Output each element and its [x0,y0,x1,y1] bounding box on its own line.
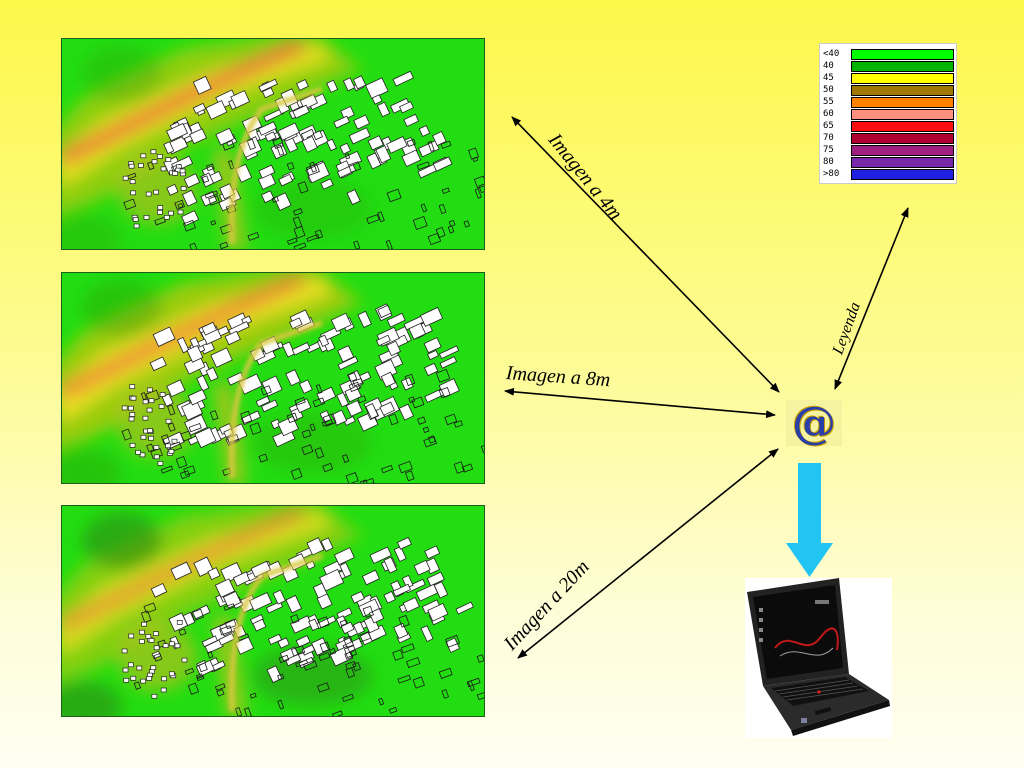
legend-value: <40 [823,49,840,59]
legend-entry: 55 [820,97,958,108]
legend-entry: 45 [820,73,958,84]
noise-map-8m [61,272,485,484]
legend-value: 40 [823,61,834,71]
legend-swatch [851,49,954,60]
legend-entry: 40 [820,61,958,72]
legend-value: 80 [823,157,834,167]
legend-entry: 75 [820,145,958,156]
legend-swatch [851,169,954,180]
legend-value: 65 [823,121,834,131]
at-icon: @ [786,398,842,449]
legend-value: 75 [823,145,834,155]
noise-map-4m [61,38,485,250]
legend-value: 60 [823,109,834,119]
legend-swatch [851,145,954,156]
arrow-legend [834,207,909,390]
legend-entry: >80 [820,169,958,180]
legend-swatch [851,157,954,168]
legend-entry: 65 [820,121,958,132]
legend-value: 55 [823,97,834,107]
legend-swatch [851,97,954,108]
legend-entry: 50 [820,85,958,96]
noise-map-20m [61,505,485,717]
arrow-8m [504,387,776,419]
noise-legend: <40 40 45 50 55 60 65 70 75 80 >80 [819,43,957,184]
arrow-4m [511,116,780,393]
laptop-icon [745,578,892,738]
legend-swatch [851,73,954,84]
legend-swatch [851,121,954,132]
legend-value: 70 [823,133,834,143]
legend-entry: 60 [820,109,958,120]
legend-swatch [851,61,954,72]
legend-swatch [851,109,954,120]
legend-entry: 70 [820,133,958,144]
legend-entry: <40 [820,49,958,60]
legend-value: >80 [823,169,840,179]
down-arrow-icon [786,463,833,577]
legend-value: 50 [823,85,834,95]
legend-swatch [851,133,954,144]
legend-swatch [851,85,954,96]
legend-entry: 80 [820,157,958,168]
arrow-20m [517,448,779,659]
legend-value: 45 [823,73,834,83]
